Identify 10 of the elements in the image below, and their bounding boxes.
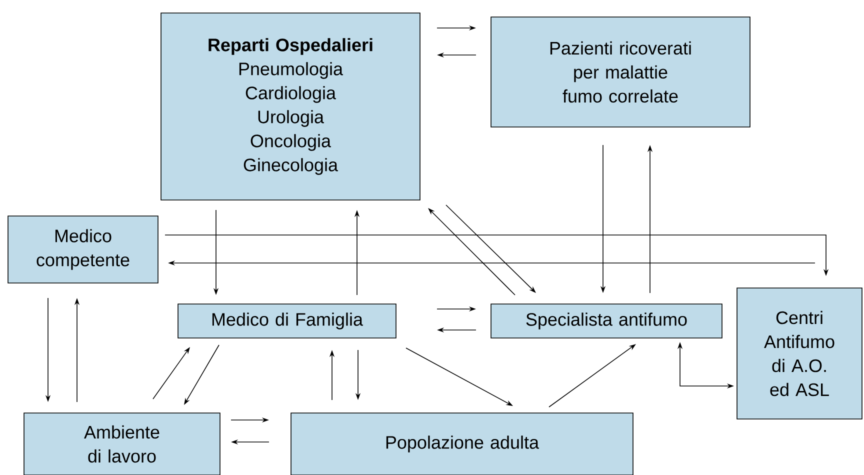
process-box: Ambiente di lavoro — [24, 412, 220, 475]
process-box: Centri Antifumo di A.O. ed ASL — [736, 288, 862, 420]
process-box: Pazienti ricoverati per malattie fumo correlate — [490, 16, 750, 128]
process-box: Specialista antifumo — [490, 304, 722, 338]
process-box: Reparti Ospedalieri Pneumologia Cardiologia Urologia Oncologia Ginecologia — [160, 12, 420, 200]
process-box: Medico competente — [8, 216, 158, 284]
process-box: Popolazione adulta — [290, 412, 634, 475]
arrow — [446, 204, 536, 293]
arrow — [428, 208, 516, 296]
process-box: Medico di Famiglia — [178, 304, 396, 338]
